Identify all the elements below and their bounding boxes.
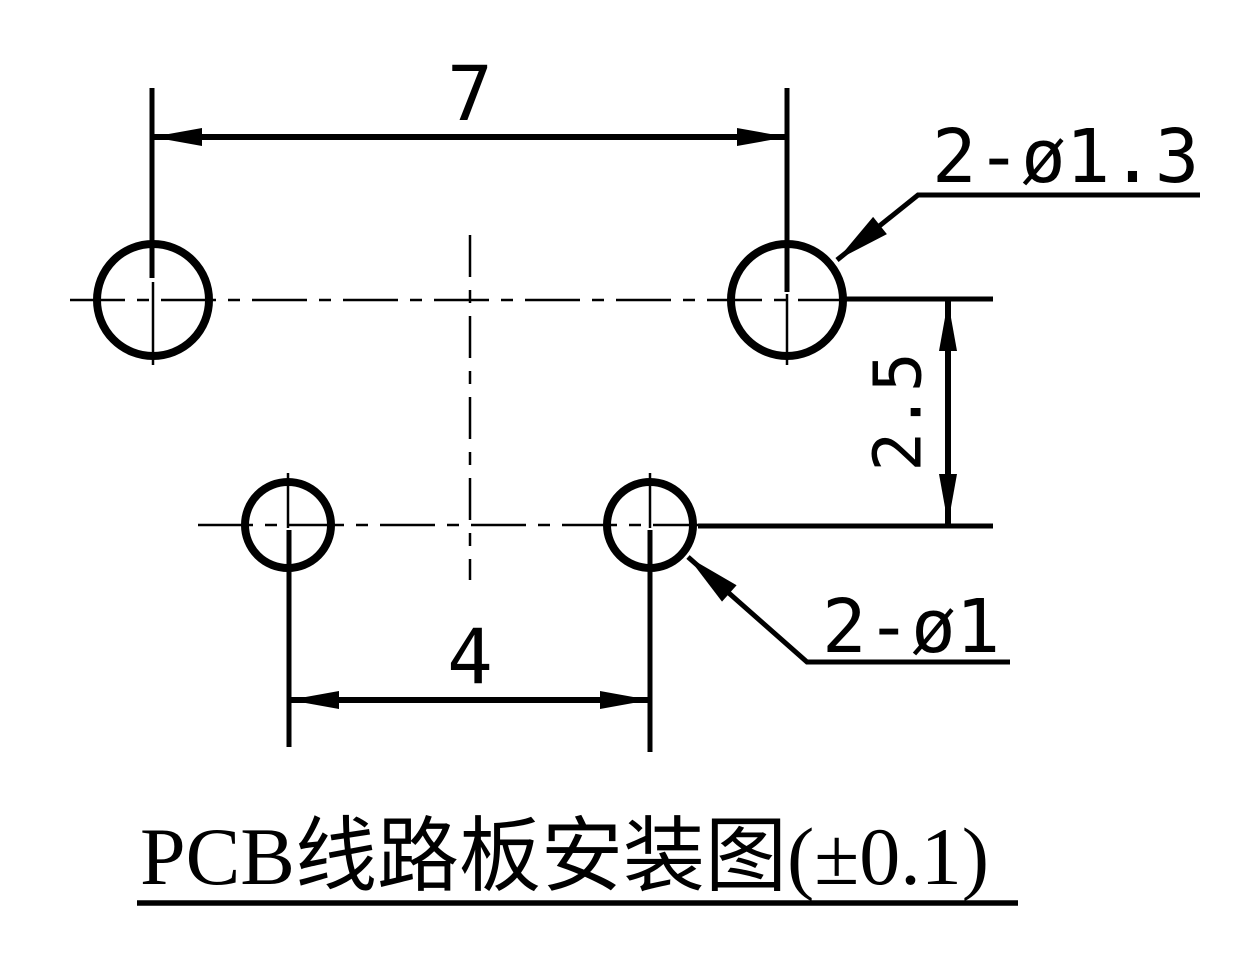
arrowhead-dim2p5-bottom: [939, 474, 957, 524]
dim7-value: 7: [447, 49, 493, 138]
arrowhead-dim7-left: [152, 128, 202, 146]
arrowhead-leader-bottom-holes: [688, 557, 737, 602]
arrowhead-dim4-right: [600, 691, 650, 709]
arrowhead-dim4-left: [289, 691, 339, 709]
dim4-value: 4: [447, 612, 493, 701]
drawing-title: PCB线路板安装图(±0.1): [140, 811, 989, 902]
label-top-holes: 2-ø1.3: [932, 114, 1199, 200]
arrowhead-dim2p5-top: [939, 301, 957, 351]
dim2p5-value: 2.5: [860, 352, 937, 471]
arrowhead-leader-top-holes: [837, 216, 887, 260]
arrowhead-dim7-right: [737, 128, 787, 146]
label-bottom-holes: 2-ø1: [822, 584, 1000, 670]
leader-line-top-holes: [835, 192, 1200, 262]
